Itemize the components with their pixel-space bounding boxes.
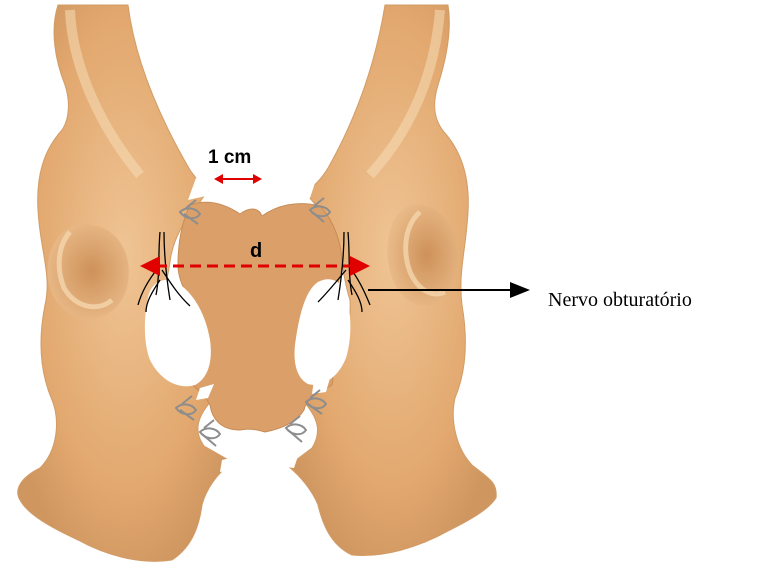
gap-width-label: 1 cm (208, 147, 251, 168)
nerve-label: Nervo obturatório (548, 289, 692, 311)
distance-label: d (250, 240, 262, 262)
wire-suture-lower-left (200, 420, 220, 446)
gap-width-arrow (214, 174, 262, 184)
